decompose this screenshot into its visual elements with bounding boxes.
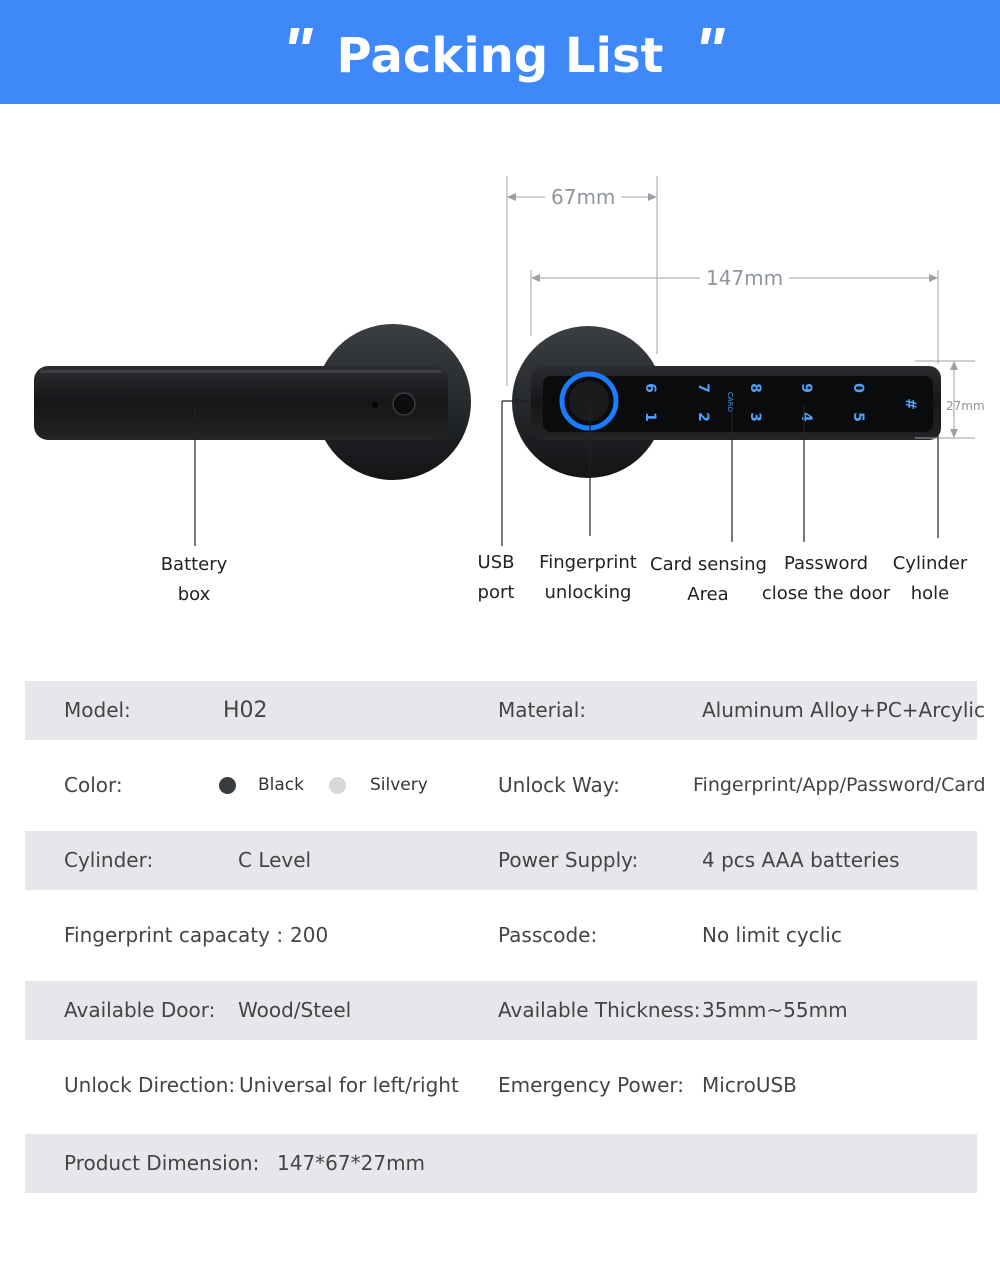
fingerprint-capacity-value: 200 <box>290 923 329 947</box>
emergency-power-value: MicroUSB <box>702 1073 797 1097</box>
spec-row-model: Model: H02 Material: Aluminum Alloy+PC+A… <box>25 681 985 740</box>
available-door-label: Available Door: <box>64 998 216 1022</box>
card-mark-icon: CARD <box>726 392 734 412</box>
silvery-swatch-icon <box>329 777 346 794</box>
available-door-value: Wood/Steel <box>238 998 352 1022</box>
spec-row-fingerprint: Fingerprint capacaty : 200 Passcode: No … <box>25 906 977 965</box>
left-handle <box>34 366 448 440</box>
lock-back-view <box>34 324 471 480</box>
spec-row-direction: Unlock Direction: Universal for left/rig… <box>25 1056 977 1115</box>
cylinder-label: Cylinder: <box>64 848 154 872</box>
unlock-direction-value: Universal for left/right <box>239 1073 459 1097</box>
key-1: 1 <box>642 412 658 422</box>
key-9: 9 <box>798 383 814 393</box>
thickness-dimension: 27mm <box>946 399 985 413</box>
key-2: 2 <box>695 412 711 422</box>
header-banner: " Packing List " <box>0 0 1000 104</box>
model-value: H02 <box>223 698 268 723</box>
fingerprint-capacity-label: Fingerprint capacaty : <box>64 923 284 947</box>
lock-front-view: 6 7 8 9 0 # 1 2 3 4 5 CARD <box>512 326 941 478</box>
material-value: Aluminum Alloy+PC+Arcylic <box>702 698 985 722</box>
length-dimension: 147mm <box>700 266 790 290</box>
indicator-hole-icon <box>372 402 378 408</box>
quote-mark-right: " <box>694 14 724 86</box>
color-label: Color: <box>64 773 123 797</box>
model-label: Model: <box>64 698 131 722</box>
lock-illustration: 6 7 8 9 0 # 1 2 3 4 5 CARD <box>34 176 975 546</box>
product-dimension-value: 147*67*27mm <box>277 1151 426 1175</box>
black-swatch-icon <box>219 777 236 794</box>
key-4: 4 <box>798 412 814 422</box>
width-dimension: 67mm <box>545 185 622 209</box>
product-diagram: 6 7 8 9 0 # 1 2 3 4 5 CARD <box>0 104 1000 664</box>
key-3: 3 <box>747 412 763 422</box>
passcode-label: Passcode: <box>498 923 598 947</box>
color-silvery-label: Silvery <box>370 775 428 795</box>
power-supply-value: 4 pcs AAA batteries <box>702 848 900 872</box>
available-thickness-value: 35mm~55mm <box>702 998 848 1022</box>
emergency-power-label: Emergency Power: <box>498 1073 685 1097</box>
key-5: 5 <box>850 412 866 422</box>
unlock-direction-label: Unlock Direction: <box>64 1073 236 1097</box>
key-7: 7 <box>695 383 711 393</box>
unlock-way-label: Unlock Way: <box>498 773 620 797</box>
callout-lines <box>194 400 939 546</box>
spec-row-cylinder: Cylinder: C Level Power Supply: 4 pcs AA… <box>25 831 977 890</box>
page-title: Packing List <box>336 28 664 84</box>
material-label: Material: <box>498 698 586 722</box>
unlock-way-value: Fingerprint/App/Password/Card <box>693 774 986 796</box>
key-hash: # <box>902 398 918 410</box>
battery-release-button-icon <box>392 392 416 416</box>
color-black-label: Black <box>258 775 304 795</box>
available-thickness-label: Available Thickness: <box>498 998 701 1022</box>
spec-row-color: Color: Black Silvery Unlock Way: Fingerp… <box>25 756 986 815</box>
spec-row-dimension: Product Dimension: 147*67*27mm <box>25 1134 977 1193</box>
fingerprint-sensor-icon <box>569 381 609 421</box>
key-8: 8 <box>747 383 763 393</box>
keypad-panel <box>543 376 933 432</box>
passcode-value: No limit cyclic <box>702 923 842 947</box>
cylinder-value: C Level <box>238 848 312 872</box>
product-dimension-label: Product Dimension: <box>64 1151 260 1175</box>
spec-row-door: Available Door: Wood/Steel Available Thi… <box>25 981 977 1040</box>
key-6: 6 <box>642 383 658 393</box>
power-supply-label: Power Supply: <box>498 848 639 872</box>
key-0: 0 <box>850 383 866 393</box>
